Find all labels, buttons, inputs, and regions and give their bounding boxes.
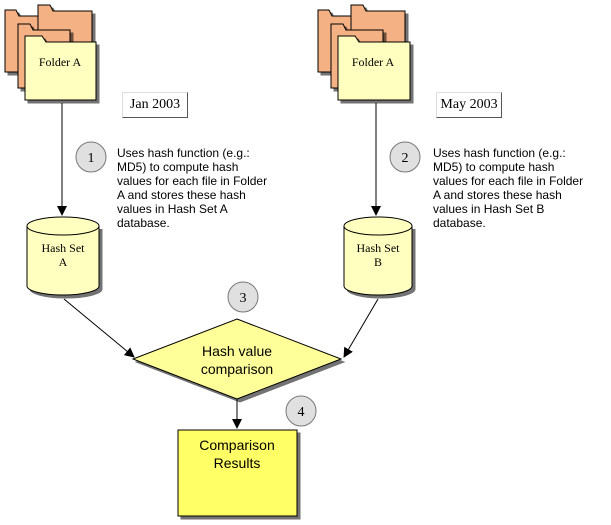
right-note-line-2: MD5) to compute hash	[433, 160, 555, 174]
comparison-label-line2: comparison	[201, 361, 273, 377]
results-label-line1: Comparison	[199, 437, 274, 453]
arrow-hash-set-a-to-comparison	[63, 298, 135, 358]
hash-set-a-label-line1: Hash Set	[42, 241, 86, 255]
step-1-badge: 1	[75, 141, 107, 173]
left-note-line-5: values in Hash Set A	[117, 202, 228, 216]
hash-set-b-label-line1: Hash Set	[357, 241, 401, 255]
folder-stack-left-icon	[4, 4, 97, 101]
right-note-line-3: values for each file in Folder	[433, 174, 584, 188]
left-note-line-3: values for each file in Folder	[117, 174, 268, 188]
left-note-line-6: database.	[117, 216, 170, 230]
left-note-line-2: MD5) to compute hash	[117, 160, 239, 174]
hash-set-a-label-line2: A	[59, 255, 68, 269]
step-2-badge: 2	[389, 141, 421, 173]
hash-set-b-label-line2: B	[374, 255, 382, 269]
step-2-number: 2	[402, 151, 409, 166]
left-date-box: Jan 2003	[122, 92, 188, 118]
comparison-label-line1: Hash value	[202, 343, 272, 359]
right-step-note: Uses hash function (e.g.: MD5) to comput…	[433, 146, 583, 230]
left-note-line-4: A and stores these hash	[117, 188, 246, 202]
right-note-line-4: A and stores these hash	[433, 188, 562, 202]
left-note-line-1: Uses hash function (e.g.:	[117, 146, 250, 160]
step-1-number: 1	[88, 151, 95, 166]
right-note-line-5: values in Hash Set B	[433, 202, 545, 216]
right-date-box: May 2003	[436, 92, 502, 118]
step-3-badge: 3	[227, 281, 259, 313]
step-4-number: 4	[298, 405, 305, 420]
left-step-note: Uses hash function (e.g.: MD5) to comput…	[117, 146, 267, 230]
folder-stack-right-icon	[317, 4, 411, 101]
right-note-line-1: Uses hash function (e.g.:	[433, 146, 566, 160]
left-folder-label: Folder A	[39, 55, 82, 69]
right-note-line-6: database.	[433, 216, 486, 230]
hash-set-b-database-icon	[343, 216, 413, 296]
comparison-decision-diamond	[131, 318, 343, 400]
step-3-number: 3	[240, 291, 247, 306]
comparison-results-box	[177, 429, 298, 517]
right-folder-label: Folder A	[352, 55, 395, 69]
results-label-line2: Results	[214, 455, 261, 471]
arrow-hash-set-b-to-comparison	[343, 298, 379, 358]
hash-set-a-database-icon	[26, 216, 100, 296]
step-4-badge: 4	[285, 395, 317, 427]
